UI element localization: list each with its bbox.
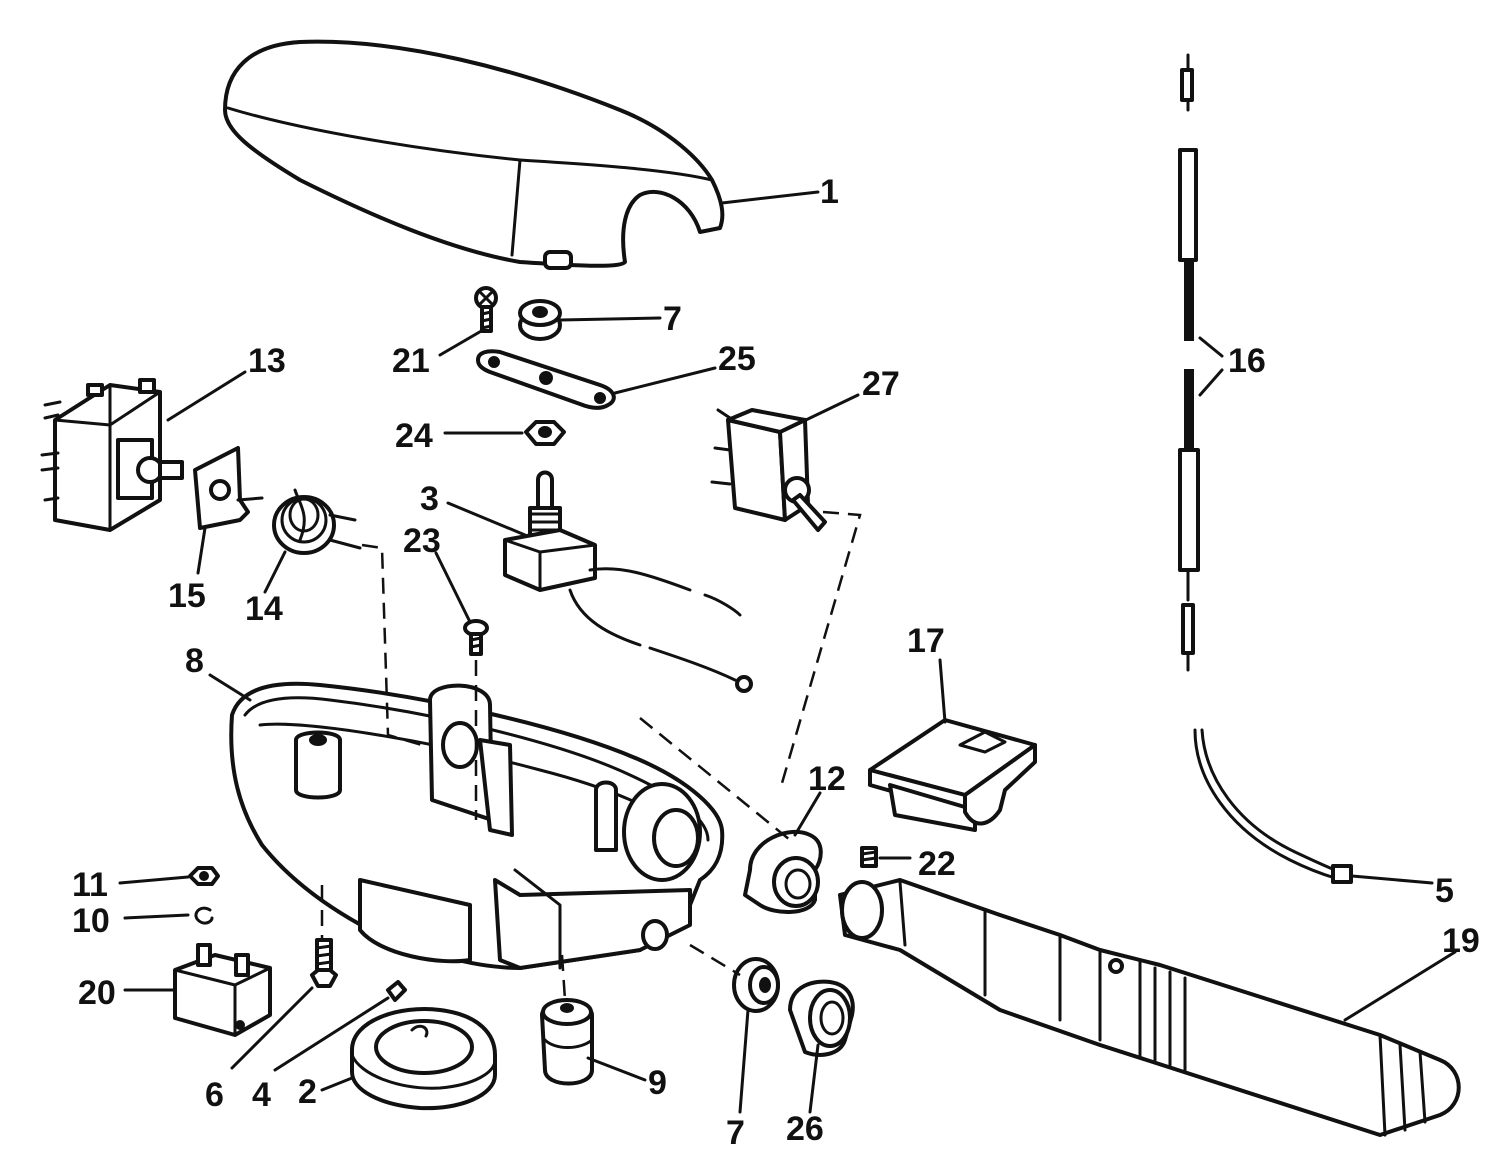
callout-3: 3 <box>420 480 439 518</box>
part-24-hex-nut <box>524 420 566 446</box>
part-11-nut <box>188 866 220 886</box>
assembly-dashed-lines <box>320 510 862 1001</box>
callout-26: 26 <box>786 1110 824 1148</box>
callout-25: 25 <box>718 340 756 378</box>
part-4-pin <box>386 980 407 1002</box>
callout-8: 8 <box>185 642 204 680</box>
part-15-bracket <box>193 446 264 530</box>
callout-20: 20 <box>78 974 116 1012</box>
callout-9: 9 <box>648 1064 667 1102</box>
part-23-screw <box>463 619 489 656</box>
callout-5: 5 <box>1435 872 1454 910</box>
callout-7: 7 <box>663 300 682 338</box>
callout-15: 15 <box>168 577 206 615</box>
part-25-plate <box>476 349 616 410</box>
part-6-bolt <box>310 938 338 988</box>
callout-17: 17 <box>907 622 945 660</box>
callout-11: 11 <box>72 866 108 904</box>
part-7-bushing-upper <box>518 299 562 341</box>
part-2-ring <box>350 1007 497 1111</box>
part-21-screw <box>474 286 498 333</box>
callout-16: 16 <box>1228 342 1266 380</box>
callout-21: 21 <box>392 342 430 380</box>
part-13-switch-assembly <box>40 378 184 532</box>
callout-14: 14 <box>245 590 283 628</box>
part-16-cable <box>1178 53 1200 672</box>
part-7-bushing-lower <box>732 957 780 1013</box>
callout-2: 2 <box>298 1073 317 1111</box>
callout-7-lower: 7 <box>726 1114 745 1152</box>
part-26-bearing <box>788 979 855 1057</box>
part-1-top-cover <box>223 39 725 270</box>
callout-12: 12 <box>808 760 846 798</box>
part-9-grommet <box>540 998 594 1086</box>
callout-23: 23 <box>403 522 441 560</box>
callout-19: 19 <box>1442 922 1480 960</box>
part-10-lock-washer <box>194 906 214 925</box>
part-14-spring <box>272 488 362 555</box>
part-20-circuit-breaker <box>173 943 272 1037</box>
callout-24: 24 <box>395 417 433 455</box>
callout-22: 22 <box>918 845 956 883</box>
callout-13: 13 <box>248 342 286 380</box>
part-19-shaft <box>838 878 1461 1137</box>
part-3-toggle-switch <box>503 470 753 693</box>
part-12-collar <box>743 829 823 914</box>
part-22-set-screw <box>860 846 878 868</box>
callout-27: 27 <box>862 365 900 403</box>
callout-10: 10 <box>72 902 110 940</box>
part-5-cable-tie <box>1193 728 1353 884</box>
callout-1: 1 <box>820 173 839 211</box>
callout-6: 6 <box>205 1076 224 1114</box>
leader-lines <box>118 190 1457 1114</box>
callout-labels: 1 7 21 25 13 27 24 16 3 23 15 14 17 8 12… <box>72 173 1480 1152</box>
part-27-rocker-switch <box>710 408 827 532</box>
callout-4: 4 <box>252 1076 271 1114</box>
part-17-clamp <box>868 718 1037 832</box>
